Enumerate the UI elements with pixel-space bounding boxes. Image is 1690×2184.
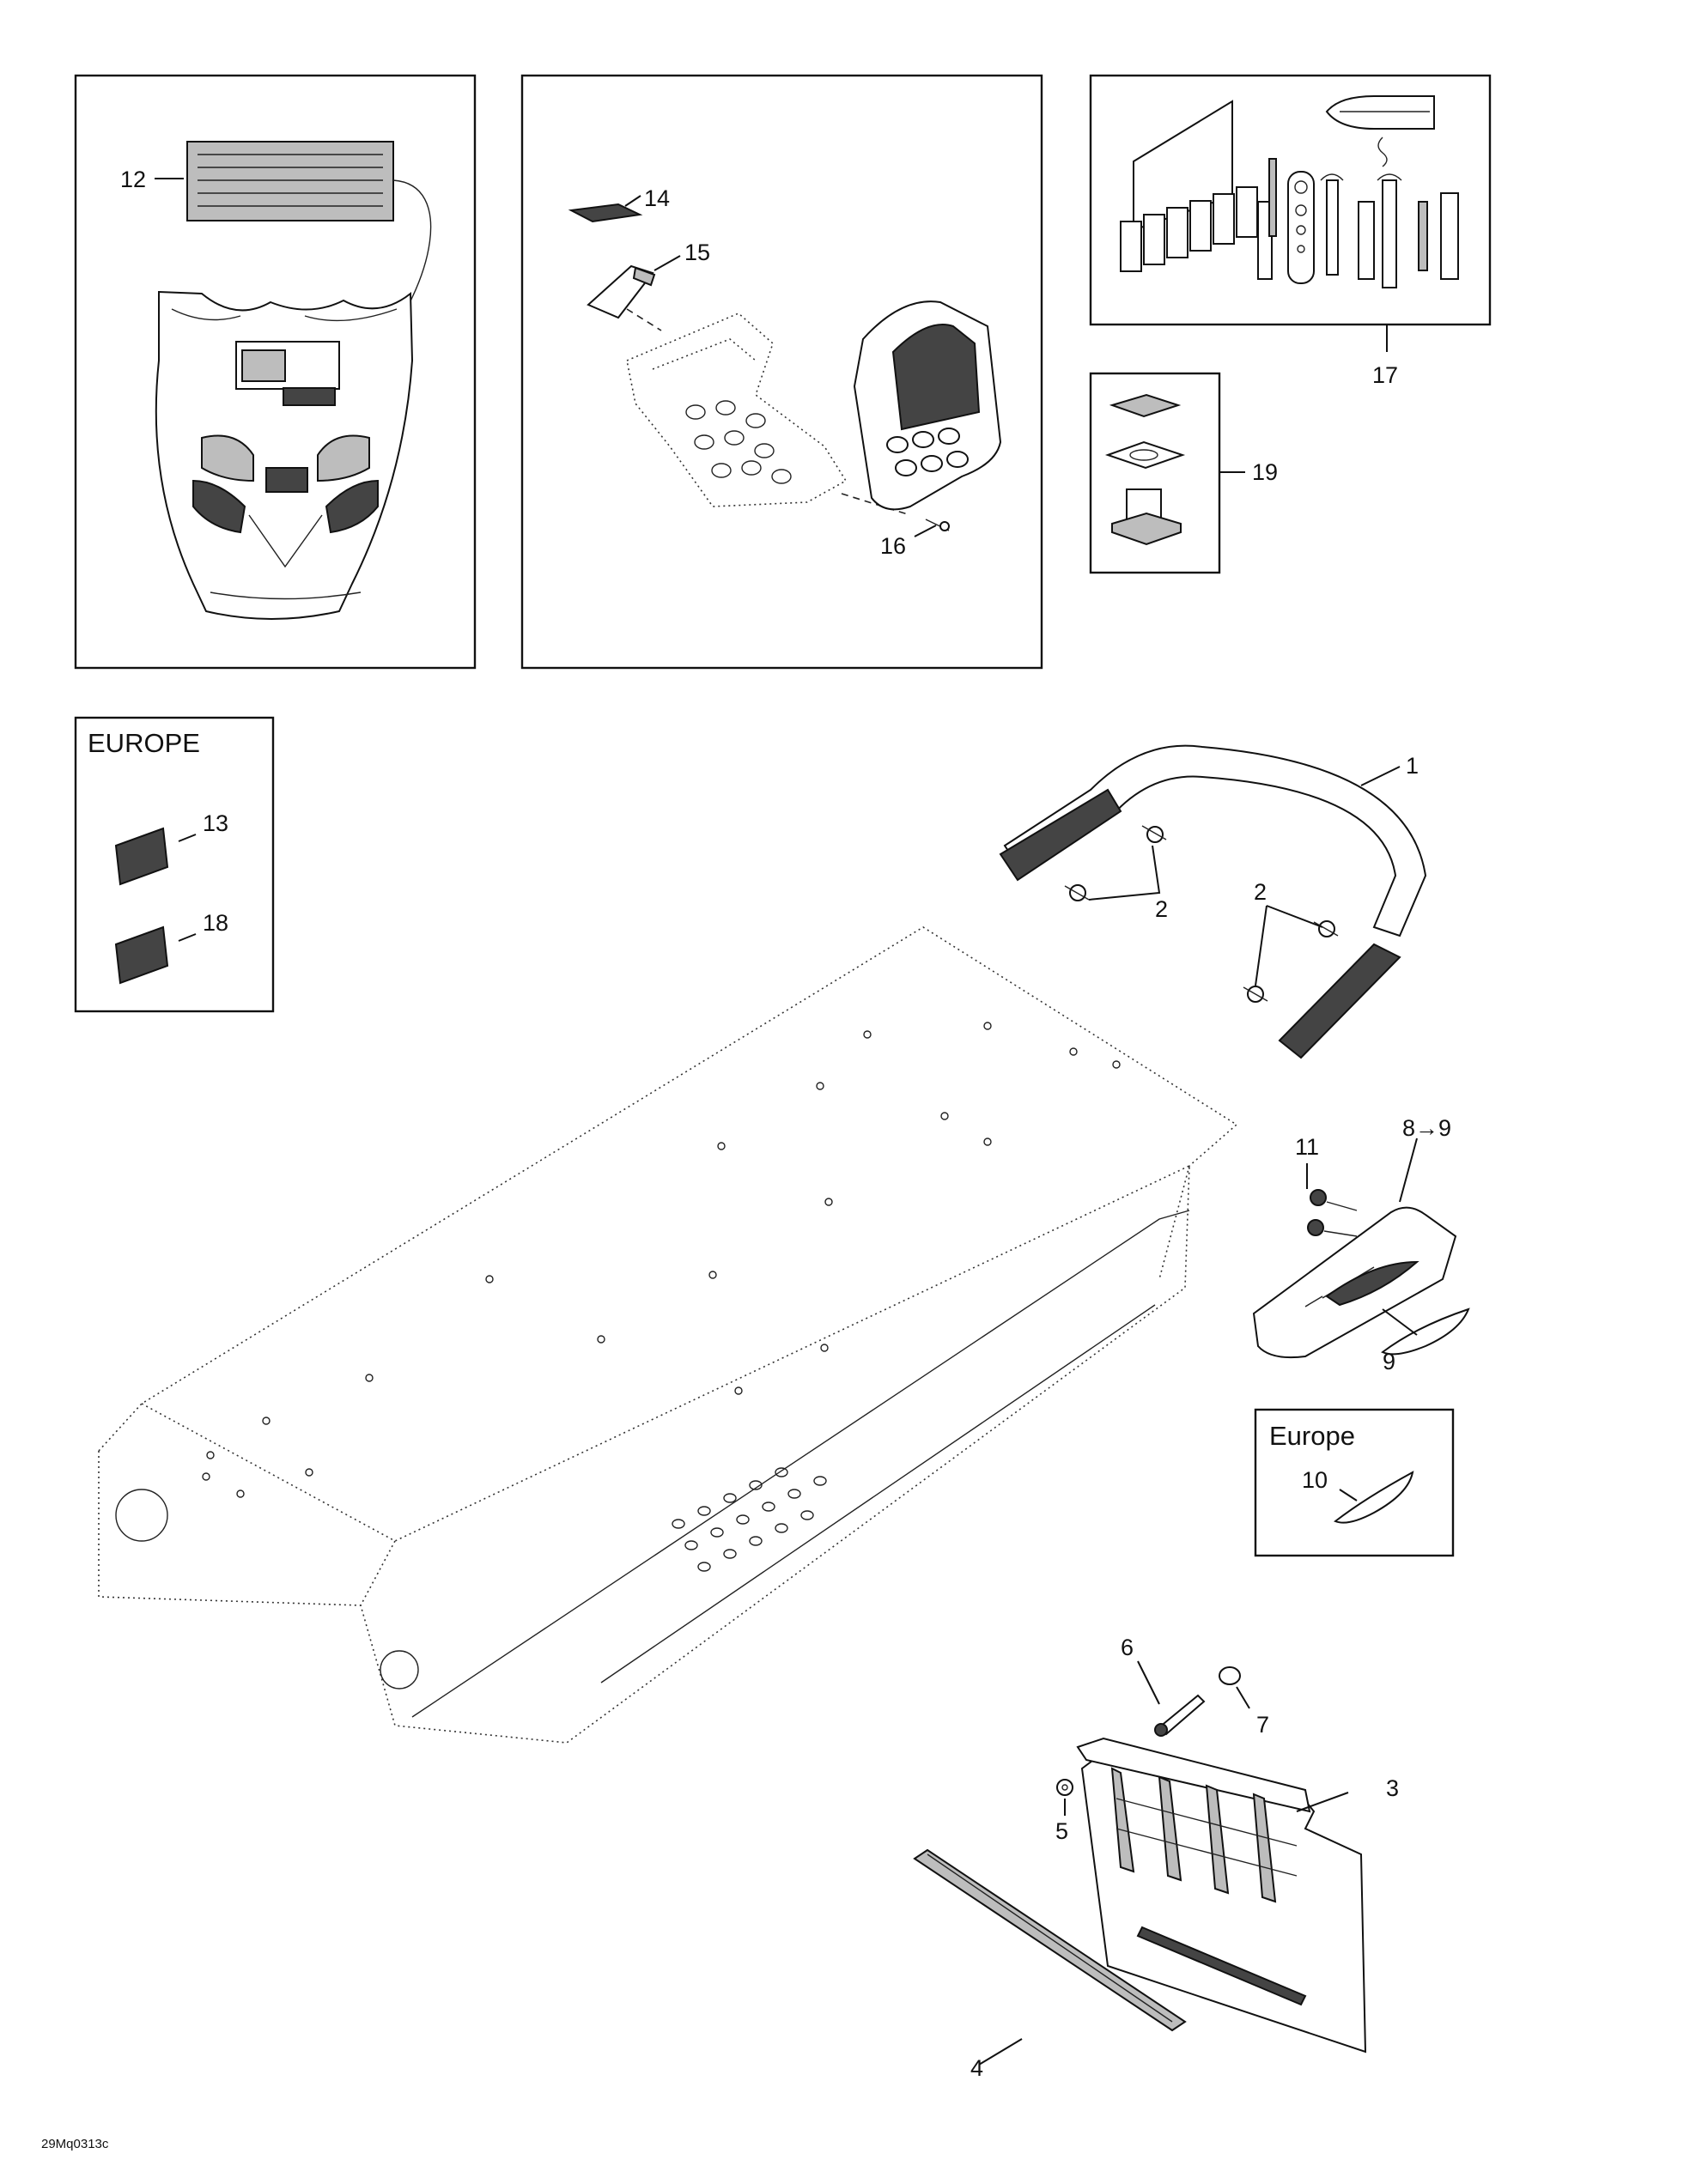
callout-9: 9 — [1383, 1349, 1395, 1374]
callout-16: 16 — [880, 533, 906, 559]
tool-kit-box — [1089, 74, 1492, 352]
plate-icon — [626, 312, 848, 507]
callout-7: 7 — [1256, 1712, 1269, 1738]
ring-7-icon — [1219, 1666, 1241, 1685]
callout-2a: 2 — [1155, 896, 1168, 922]
callout-1: 1 — [1406, 753, 1419, 779]
callout-17: 17 — [1372, 362, 1398, 388]
part-14-icon — [568, 203, 643, 223]
callout-6: 6 — [1121, 1635, 1134, 1660]
callout-19: 19 — [1252, 459, 1278, 485]
snowflap-icon — [1076, 1737, 1367, 2054]
screw-11-icons — [1307, 1189, 1358, 1237]
valve-kit-box — [1089, 372, 1245, 574]
decal-18-icon — [114, 925, 169, 985]
bolt-icons — [1064, 825, 1339, 1003]
decal-13-icon — [114, 827, 169, 886]
callout-11: 11 — [1295, 1134, 1319, 1160]
tunnel-icon — [98, 926, 1238, 1744]
part-15-icon — [587, 264, 656, 319]
callout-4: 4 — [970, 2055, 983, 2081]
callout-10: 10 — [1302, 1467, 1328, 1493]
wrenches-icon — [1257, 158, 1459, 288]
callout-15: 15 — [684, 240, 710, 265]
tool-pouch-icon — [1120, 100, 1258, 272]
tunnel-vent-holes — [672, 1467, 827, 1572]
callout-3: 3 — [1386, 1775, 1399, 1801]
callout-12: 12 — [120, 167, 146, 192]
side-cover-icon — [1252, 1206, 1457, 1359]
washer-5-icon — [1056, 1779, 1073, 1796]
rivet-6-icon — [1154, 1694, 1206, 1737]
reflector-9-icon — [1381, 1307, 1470, 1356]
callout-18: 18 — [203, 910, 228, 936]
part-16-icon — [925, 519, 950, 531]
europe-box-title-lower: Europe — [1269, 1421, 1355, 1451]
decal-12-icon — [186, 141, 394, 221]
tunnel-holes — [202, 1022, 1121, 1498]
europe-decal-box — [74, 716, 275, 1013]
callout-8-9: 8→9 — [1402, 1115, 1451, 1141]
callout-5: 5 — [1055, 1818, 1068, 1844]
hood-icon — [155, 290, 414, 620]
europe-box-title-upper: EUROPE — [88, 728, 200, 758]
belt-icon — [1325, 95, 1435, 167]
callout-2b: 2 — [1254, 879, 1267, 905]
callout-14: 14 — [644, 185, 670, 211]
europe-reflector-box — [1254, 1408, 1455, 1557]
stiffener-4-icon — [913, 1848, 1187, 2032]
storage-box — [520, 74, 1043, 670]
hood-decal-box — [74, 74, 477, 670]
grab-handle-icon — [999, 744, 1427, 1059]
tail-light-icon — [853, 300, 1002, 511]
callout-13: 13 — [203, 810, 228, 836]
drawing-reference: 29Mq0313c — [41, 2137, 109, 2151]
